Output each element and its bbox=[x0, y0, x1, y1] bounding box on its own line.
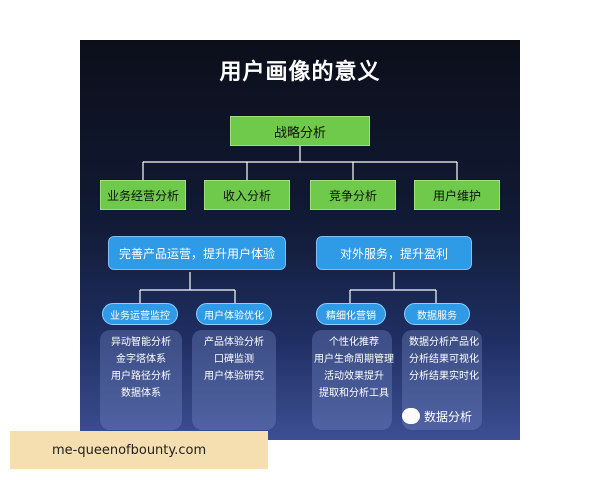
list-item: 用户生命周期管理 bbox=[314, 354, 394, 365]
level1-node: 竞争分析 bbox=[310, 180, 396, 210]
group-label: 数据服务 bbox=[404, 303, 470, 325]
group-card bbox=[192, 330, 276, 430]
list-item: 产品体验分析 bbox=[204, 337, 264, 348]
url-banner: me-queenofbounty.com bbox=[10, 431, 268, 469]
wechat-icon bbox=[402, 408, 420, 424]
level1-node: 业务经营分析 bbox=[100, 180, 186, 210]
list-item: 用户路径分析 bbox=[111, 371, 171, 382]
list-item: 用户体验研究 bbox=[204, 371, 264, 382]
diagram-title: 用户画像的意义 bbox=[219, 60, 381, 85]
list-item: 口碑监测 bbox=[214, 354, 254, 365]
list-item: 个性化推荐 bbox=[329, 337, 379, 348]
list-item: 提取和分析工具 bbox=[319, 388, 389, 399]
list-item: 异动智能分析 bbox=[111, 337, 171, 348]
list-item: 数据分析产品化 bbox=[409, 337, 479, 348]
diagram-panel: 用户画像的意义 战略分析 业务经营分析 收入分析 竞争分析 用户维护 完善产品运… bbox=[80, 40, 520, 440]
watermark-label: 数据分析 bbox=[424, 410, 473, 424]
level1-node: 收入分析 bbox=[204, 180, 290, 210]
group-card bbox=[100, 330, 182, 430]
group-label: 用户体验优化 bbox=[196, 303, 272, 325]
root-node: 战略分析 bbox=[230, 116, 370, 146]
group-list: 产品体验分析 口碑监测 用户体验研究 bbox=[192, 334, 276, 385]
level2-node: 完善产品运营，提升用户体验 bbox=[108, 236, 286, 270]
connector-lines bbox=[139, 146, 458, 303]
list-item: 活动效果提升 bbox=[324, 371, 384, 382]
level2-node: 对外服务，提升盈利 bbox=[316, 236, 472, 270]
group-list: 异动智能分析 金字塔体系 用户路径分析 数据体系 bbox=[100, 334, 182, 402]
group-label: 精细化营销 bbox=[316, 303, 386, 325]
group-label: 业务运营监控 bbox=[102, 303, 178, 325]
group-list: 数据分析产品化 分析结果可视化 分析结果实时化 bbox=[402, 334, 486, 385]
level1-node: 用户维护 bbox=[414, 180, 500, 210]
group-list: 个性化推荐 用户生命周期管理 活动效果提升 提取和分析工具 bbox=[308, 334, 400, 402]
list-item: 金字塔体系 bbox=[116, 354, 166, 365]
list-item: 分析结果实时化 bbox=[409, 371, 479, 382]
group-card bbox=[312, 330, 392, 430]
list-item: 分析结果可视化 bbox=[409, 354, 479, 365]
list-item: 数据体系 bbox=[121, 388, 161, 399]
